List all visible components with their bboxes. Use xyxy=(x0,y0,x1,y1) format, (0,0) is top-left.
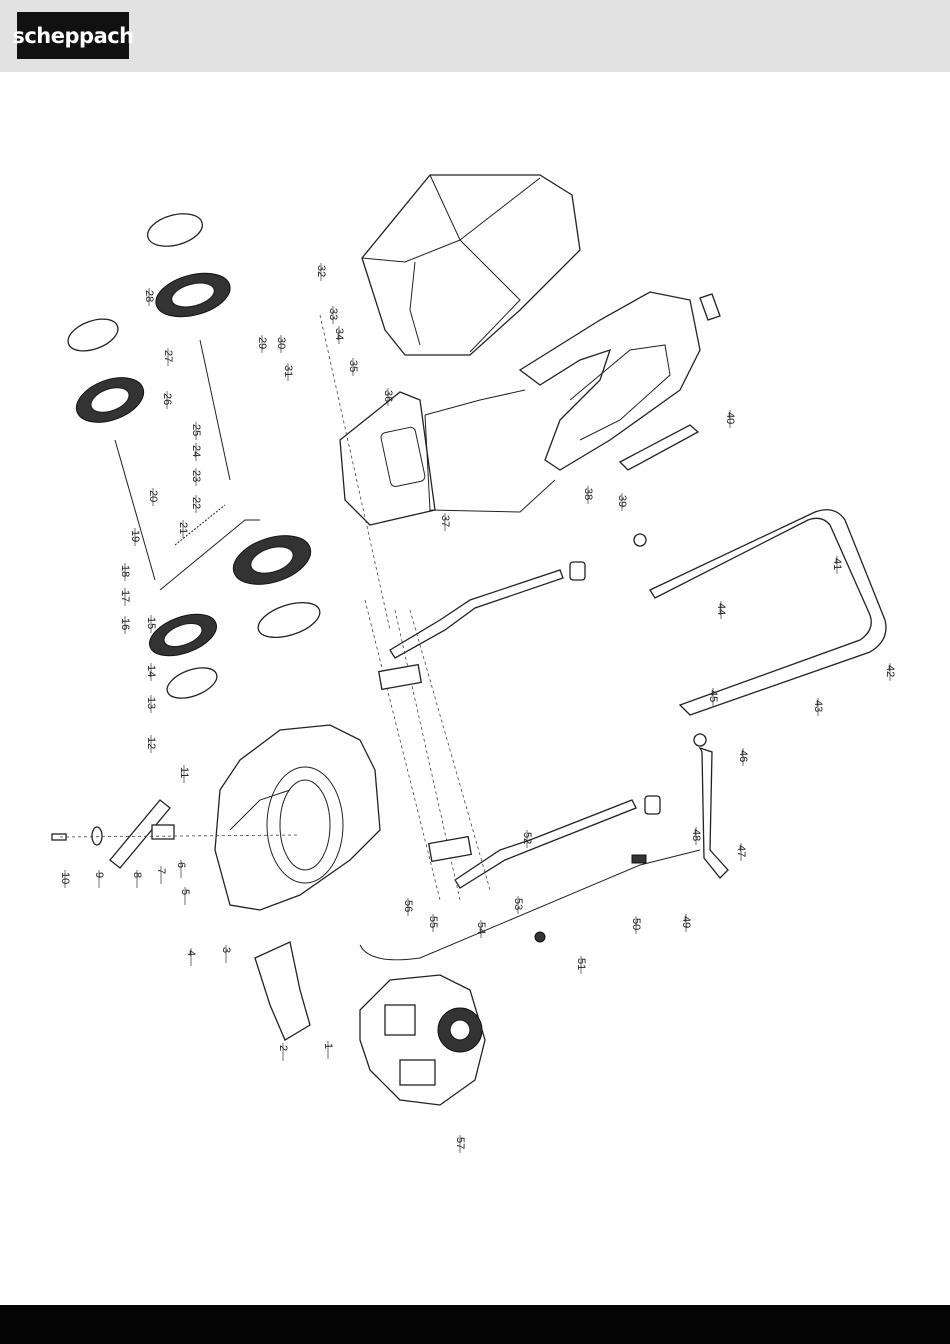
lower-handle-right xyxy=(390,570,563,658)
brand-logo-text: scheppach xyxy=(12,24,133,48)
mower-deck xyxy=(215,725,380,910)
brand-logo: scheppach xyxy=(17,12,129,59)
exploded-parts-diagram: 1234567891011121314151617181920212223242… xyxy=(0,72,950,1305)
engine xyxy=(360,975,485,1105)
lower-handle-left xyxy=(455,800,636,888)
cable-clip xyxy=(632,855,646,863)
page-header: scheppach xyxy=(0,0,950,72)
brake-lever xyxy=(700,748,728,878)
handle-sleeve-lower xyxy=(645,796,660,814)
mulching-chute xyxy=(255,942,310,1040)
rear-cover xyxy=(340,392,435,525)
handle-sleeve-upper xyxy=(570,562,585,580)
upper-handle xyxy=(650,510,886,715)
catcher-frame xyxy=(425,390,555,512)
level-indicator-strip xyxy=(620,425,698,470)
front-axle xyxy=(200,340,230,480)
rear-axle xyxy=(115,440,155,580)
page-footer xyxy=(0,1305,950,1344)
grass-catcher-bag xyxy=(362,175,580,355)
label-tag xyxy=(700,294,720,320)
